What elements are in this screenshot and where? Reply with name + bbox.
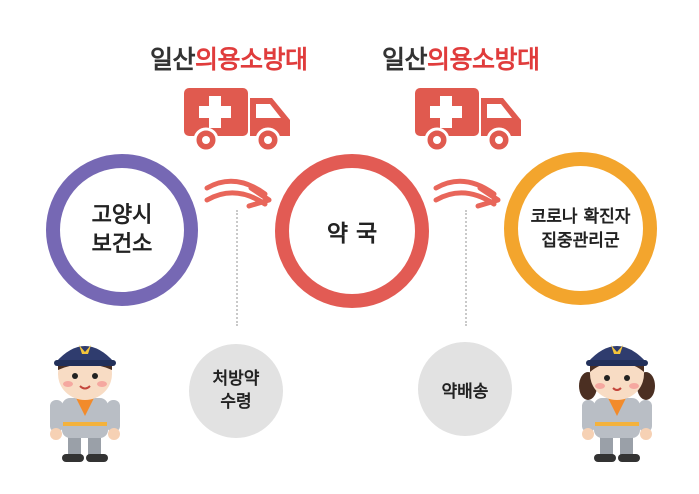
node-health-center-label: 고양시 보건소 <box>91 203 153 257</box>
node-center: 코로나 확진자 집중관리군 <box>504 152 657 305</box>
arrow-right-icon <box>432 174 504 210</box>
firefighter-female-icon <box>572 336 662 468</box>
title-right-red: 의용소방대 <box>427 45 540 74</box>
title-right-dark: 일산 <box>382 45 428 74</box>
connector-dotted-left <box>236 210 238 326</box>
ambulance-icon <box>413 82 525 154</box>
arrow-right-icon <box>203 174 275 210</box>
title-left: 일산의용소방대 <box>150 40 308 76</box>
ambulance-icon <box>182 82 294 154</box>
node-pharmacy: 약 국 <box>275 154 429 308</box>
step-pickup-label: 처방약 수령 <box>212 369 260 412</box>
node-center-label: 코로나 확진자 집중관리군 <box>530 206 631 251</box>
title-left-red: 의용소방대 <box>195 45 308 74</box>
step-pickup: 처방약 수령 <box>189 344 283 438</box>
firefighter-male-icon <box>40 336 130 468</box>
step-delivery: 약배송 <box>418 342 512 436</box>
step-delivery-label: 약배송 <box>441 381 489 402</box>
title-left-dark: 일산 <box>150 45 196 74</box>
connector-dotted-right <box>465 210 467 326</box>
title-right: 일산의용소방대 <box>382 40 540 76</box>
node-health-center: 고양시 보건소 <box>46 154 198 306</box>
node-pharmacy-label: 약 국 <box>326 221 378 247</box>
